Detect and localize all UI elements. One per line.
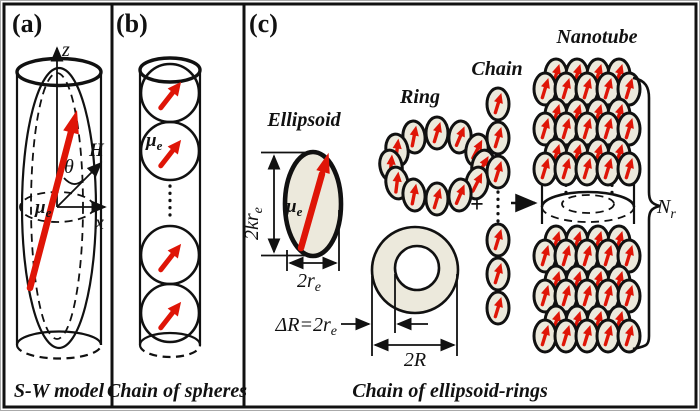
panel-b-letter: (b)	[116, 9, 148, 38]
sphere	[139, 282, 201, 344]
magnetic-moment-arrow	[26, 110, 79, 292]
nanotube-label: Nanotube	[555, 26, 637, 48]
h-field-arrow	[56, 161, 103, 208]
panel-a-caption: S-W model	[14, 380, 105, 402]
ring-diameter-dimension: 2R	[371, 274, 458, 371]
chain-of-ellipsoids	[485, 86, 511, 326]
nanotube-ring-row	[534, 99, 640, 145]
panel-c: (c) Ellipsoid μe 2kre 2re Ring	[241, 9, 676, 402]
width-dimension: 2re	[286, 210, 340, 295]
tube-front-rim	[540, 190, 636, 208]
cylinder-bottom-back-rim	[138, 344, 202, 359]
mu-e-label-c: μe	[285, 196, 303, 219]
ring-count-label: Nr	[656, 196, 676, 222]
ring-label: Ring	[399, 86, 440, 108]
sphere	[139, 120, 201, 182]
chain-cell	[485, 154, 511, 190]
nanotube-ring-row	[534, 139, 640, 185]
panel-c-caption: Chain of ellipsoid-rings	[352, 380, 548, 402]
sw-inner-ellipsoid-dashed	[30, 72, 84, 340]
theta-label: θ	[64, 156, 74, 178]
tube-inner-rim-dashed	[561, 194, 615, 214]
ellipsoid-label: Ellipsoid	[266, 109, 341, 131]
chain-cell	[485, 222, 511, 258]
theta-arc	[63, 177, 84, 185]
ring-diameter-label: 2R	[404, 349, 426, 371]
cylinder-bottom-front-rim	[15, 330, 103, 346]
panel-a: (a) z x H θ μe S-W model	[12, 9, 107, 402]
ring-cell	[424, 181, 450, 217]
annulus-inner	[393, 244, 441, 292]
cylinder-top-rim	[138, 56, 202, 84]
mu-e-label-b: μe	[145, 130, 163, 153]
spheres	[139, 62, 201, 344]
width-dimension-label: 2re	[297, 270, 321, 295]
nanotube-ring-row	[534, 59, 640, 105]
chain-cell	[485, 290, 511, 326]
panel-b: (b) μe Chain of spheres	[107, 9, 247, 402]
plus-sign: +	[470, 192, 484, 218]
nanotube-ring-row	[534, 266, 640, 312]
height-dimension: 2kre	[241, 151, 321, 257]
chain-cell	[485, 120, 511, 156]
h-field-label: H	[88, 140, 105, 161]
chain-cell	[485, 256, 511, 292]
nanotube-cylinder-section	[540, 176, 636, 224]
ring-thickness-dimension: ΔR=2re	[275, 274, 428, 339]
ring-cross-section	[370, 225, 460, 315]
ellipsoid-moment-arrow	[297, 152, 330, 252]
cylinder-bottom-front-rim	[138, 331, 202, 346]
panel-a-letter: (a)	[12, 9, 42, 38]
nanotube-ring-row	[534, 226, 640, 272]
panel-b-caption: Chain of spheres	[107, 380, 247, 402]
sphere-chain-cylinder	[138, 56, 202, 359]
cylinder-bottom-back-rim	[15, 344, 103, 360]
x-axis-label: x	[94, 212, 104, 234]
ring-thickness-label: ΔR=2re	[275, 314, 337, 339]
chain-label: Chain	[471, 58, 522, 80]
nanotube-ring-row	[534, 306, 640, 352]
ring-cell	[424, 115, 450, 151]
nanotube	[534, 59, 640, 352]
z-axis-label: z	[61, 39, 70, 61]
panel-c-letter: (c)	[249, 9, 278, 38]
ring-count-brace	[632, 76, 661, 351]
height-dimension-label: 2kre	[241, 207, 266, 240]
mu-e-label-a: μe	[34, 197, 52, 220]
chain-cell	[485, 86, 511, 122]
